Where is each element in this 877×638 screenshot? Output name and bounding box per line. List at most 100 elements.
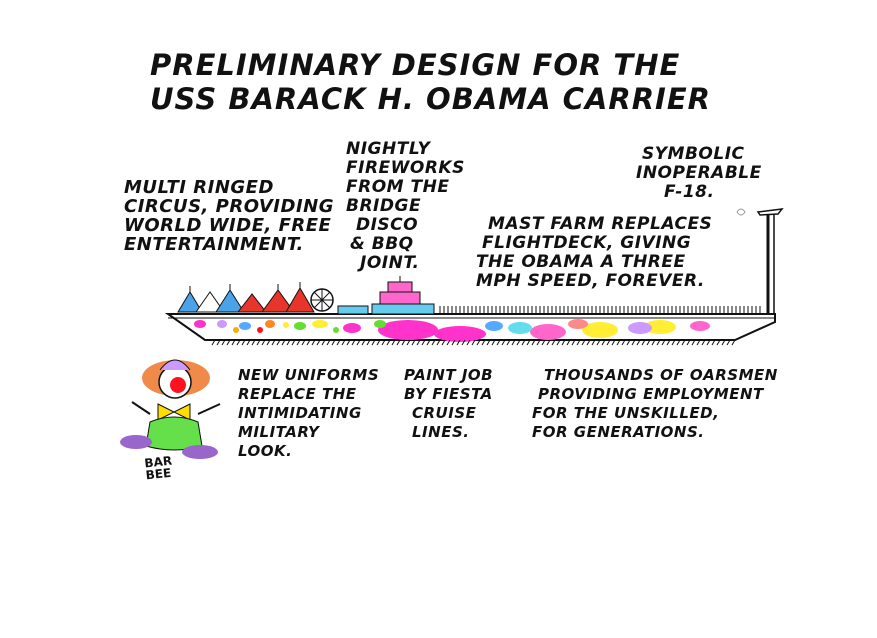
oar-stroke bbox=[296, 339, 301, 346]
title-line-2: USS BARACK H. OBAMA CARRIER bbox=[150, 82, 711, 116]
caption-line: FROM THE bbox=[346, 177, 450, 197]
caption-f18: SYMBOLIC INOPERABLE F-18. bbox=[636, 145, 796, 202]
oar-stroke bbox=[546, 339, 551, 346]
caption-line: REPLACE THE bbox=[238, 385, 357, 403]
oar-stroke bbox=[671, 339, 676, 346]
oar-stroke bbox=[331, 339, 336, 346]
caption-fireworks: NIGHTLY FIREWORKS FROM THE BRIDGE DISCO … bbox=[346, 140, 506, 273]
caption-line: DISCO bbox=[356, 215, 419, 235]
artist-signature: BAR BEE bbox=[144, 454, 174, 483]
caption-line: THE OBAMA A THREE bbox=[476, 252, 686, 272]
oar-stroke bbox=[441, 339, 446, 346]
clown-nose-icon bbox=[170, 377, 186, 393]
oar-stroke bbox=[411, 339, 416, 346]
oar-stroke bbox=[271, 339, 276, 346]
caption-line: ENTERTAINMENT. bbox=[124, 234, 304, 255]
oar-stroke bbox=[226, 339, 231, 346]
oar-stroke bbox=[621, 339, 626, 346]
oar-stroke bbox=[381, 339, 386, 346]
oar-stroke bbox=[306, 339, 311, 346]
caption-line: CIRCUS, PROVIDING bbox=[124, 196, 334, 217]
oar-stroke bbox=[526, 339, 531, 346]
caption-line: MILITARY bbox=[238, 423, 320, 441]
oar-stroke bbox=[421, 339, 426, 346]
caption-line: FOR GENERATIONS. bbox=[532, 423, 705, 441]
cartoon-title: PRELIMINARY DESIGN FOR THE USS BARACK H.… bbox=[150, 48, 750, 116]
caption-oarsmen: THOUSANDS OF OARSMEN PROVIDING EMPLOYMEN… bbox=[532, 366, 802, 442]
oar-stroke bbox=[661, 339, 666, 346]
oar-stroke bbox=[316, 339, 321, 346]
oar-stroke bbox=[606, 339, 611, 346]
caption-line: FLIGHTDECK, GIVING bbox=[482, 233, 692, 253]
oar-stroke bbox=[656, 339, 661, 346]
caption-line: F-18. bbox=[664, 182, 715, 202]
oar-stroke bbox=[596, 339, 601, 346]
caption-line: FIREWORKS bbox=[346, 158, 465, 178]
oar-stroke bbox=[626, 339, 631, 346]
oar-stroke bbox=[721, 339, 726, 346]
oar-stroke bbox=[501, 339, 506, 346]
oar-stroke bbox=[536, 339, 541, 346]
caption-line: & BBQ bbox=[350, 234, 414, 254]
oar-stroke bbox=[541, 339, 546, 346]
oar-stroke bbox=[586, 339, 591, 346]
oar-stroke bbox=[371, 339, 376, 346]
oar-stroke bbox=[701, 339, 706, 346]
oar-stroke bbox=[276, 339, 281, 346]
oar-stroke bbox=[341, 339, 346, 346]
bowtie-icon bbox=[157, 403, 191, 421]
oar-stroke bbox=[551, 339, 556, 346]
caption-mast-farm: MAST FARM REPLACES FLIGHTDECK, GIVING TH… bbox=[476, 215, 756, 291]
caption-line: INTIMIDATING bbox=[238, 404, 362, 422]
title-line-1: PRELIMINARY DESIGN FOR THE bbox=[150, 48, 681, 82]
oar-stroke bbox=[436, 339, 441, 346]
oar-stroke bbox=[281, 339, 286, 346]
oar-stroke bbox=[216, 339, 221, 346]
oar-stroke bbox=[416, 339, 421, 346]
oar-stroke bbox=[211, 339, 216, 346]
mast-farm bbox=[439, 306, 761, 313]
oar-stroke bbox=[571, 339, 576, 346]
oar-stroke bbox=[471, 339, 476, 346]
oar-stroke bbox=[561, 339, 566, 346]
oar-stroke bbox=[311, 339, 316, 346]
caption-circus: MULTI RINGED CIRCUS, PROVIDING WORLD WID… bbox=[124, 178, 364, 254]
caption-line: LINES. bbox=[412, 423, 470, 441]
oars bbox=[211, 339, 736, 346]
caption-line: MPH SPEED, FOREVER. bbox=[476, 271, 705, 291]
oar-stroke bbox=[231, 339, 236, 346]
oar-stroke bbox=[511, 339, 516, 346]
oar-stroke bbox=[711, 339, 716, 346]
oar-stroke bbox=[266, 339, 271, 346]
oar-stroke bbox=[496, 339, 501, 346]
oar-stroke bbox=[286, 339, 291, 346]
caption-line: SYMBOLIC bbox=[642, 144, 745, 164]
oar-stroke bbox=[706, 339, 711, 346]
oar-stroke bbox=[241, 339, 246, 346]
oar-stroke bbox=[556, 339, 561, 346]
oar-stroke bbox=[516, 339, 521, 346]
f18-jet-icon bbox=[736, 208, 784, 216]
oar-stroke bbox=[576, 339, 581, 346]
circus-tents bbox=[177, 282, 315, 313]
oar-stroke bbox=[461, 339, 466, 346]
oar-stroke bbox=[726, 339, 731, 346]
oar-stroke bbox=[641, 339, 646, 346]
caption-line: PROVIDING EMPLOYMENT bbox=[538, 385, 764, 403]
oar-stroke bbox=[426, 339, 431, 346]
oar-stroke bbox=[326, 339, 331, 346]
oar-stroke bbox=[301, 339, 306, 346]
signature-line-2: BEE bbox=[144, 465, 172, 483]
oar-stroke bbox=[451, 339, 456, 346]
ferris-wheel-icon bbox=[310, 288, 334, 312]
oar-stroke bbox=[696, 339, 701, 346]
caption-line: BY FIESTA bbox=[404, 385, 493, 403]
oar-stroke bbox=[631, 339, 636, 346]
oar-stroke bbox=[261, 339, 266, 346]
oar-stroke bbox=[651, 339, 656, 346]
oar-stroke bbox=[356, 339, 361, 346]
caption-uniforms: NEW UNIFORMS REPLACE THE INTIMIDATING MI… bbox=[238, 366, 408, 461]
oar-stroke bbox=[716, 339, 721, 346]
